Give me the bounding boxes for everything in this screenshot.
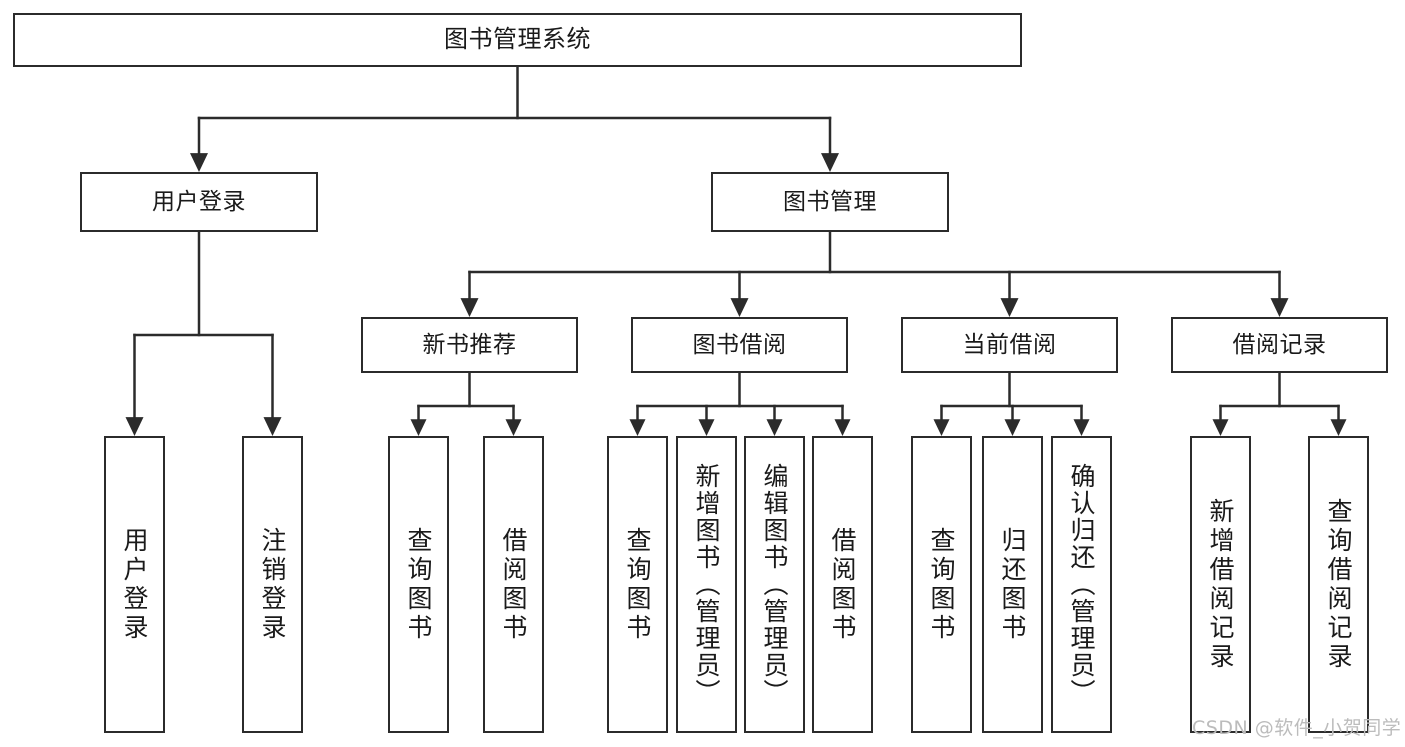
node-label: 当前借阅 (962, 331, 1057, 358)
arrow-head-icon (821, 153, 839, 172)
node-label: 查询图书 (404, 526, 433, 643)
node-leaf-query-borrow-record: 查询借阅记录 (1308, 436, 1369, 733)
node-label: 图书管理系统 (444, 25, 591, 54)
node-leaf-confirm-return: 确认归还（管理员） (1051, 436, 1112, 733)
node-root: 图书管理系统 (13, 13, 1022, 67)
node-label: 用户登录 (120, 526, 149, 643)
arrow-head-icon (125, 417, 144, 436)
node-book-borrow: 图书借阅 (631, 317, 848, 373)
arrow-head-icon (834, 419, 851, 436)
node-label: 新书推荐 (422, 331, 517, 358)
csdn-watermark: CSDN @软件_小贺同学 (1192, 717, 1402, 739)
arrow-head-icon (1330, 419, 1347, 436)
arrow-head-icon (263, 417, 282, 436)
node-label: 注销登录 (258, 526, 287, 643)
arrow-head-icon (410, 419, 427, 436)
node-leaf-edit-book: 编辑图书（管理员） (744, 436, 805, 733)
arrow-head-icon (1212, 419, 1229, 436)
node-label: 图书借阅 (692, 331, 787, 358)
node-label: 查询借阅记录 (1324, 497, 1353, 672)
arrow-head-icon (1073, 419, 1090, 436)
node-label: 新增借阅记录 (1206, 497, 1235, 672)
arrow-head-icon (460, 298, 479, 317)
node-label: 借阅图书 (499, 526, 528, 643)
node-book-manage: 图书管理 (711, 172, 949, 232)
node-leaf-query-book-current: 查询图书 (911, 436, 972, 733)
node-leaf-borrow-book: 借阅图书 (812, 436, 873, 733)
node-label: 借阅图书 (828, 526, 857, 643)
arrow-head-icon (629, 419, 646, 436)
arrow-head-icon (1270, 298, 1289, 317)
node-label: 图书管理 (783, 188, 877, 215)
node-label: 归还图书 (998, 526, 1027, 643)
node-leaf-borrow-book-recommend: 借阅图书 (483, 436, 544, 733)
node-leaf-query-book-borrow: 查询图书 (607, 436, 668, 733)
node-label: 借阅记录 (1232, 331, 1327, 358)
node-leaf-user-login: 用户登录 (104, 436, 165, 733)
node-leaf-add-borrow-record: 新增借阅记录 (1190, 436, 1251, 733)
node-new-book-recommend: 新书推荐 (361, 317, 578, 373)
node-current-borrow: 当前借阅 (901, 317, 1118, 373)
arrow-head-icon (933, 419, 950, 436)
node-borrow-record: 借阅记录 (1171, 317, 1388, 373)
arrow-head-icon (1000, 298, 1019, 317)
arrow-head-icon (190, 153, 208, 172)
arrow-head-icon (730, 298, 749, 317)
node-label: 用户登录 (152, 188, 246, 215)
node-leaf-query-book-recommend: 查询图书 (388, 436, 449, 733)
node-label: 新增图书（管理员） (692, 463, 721, 706)
node-leaf-add-book: 新增图书（管理员） (676, 436, 737, 733)
node-label: 编辑图书（管理员） (760, 463, 789, 706)
arrow-head-icon (1004, 419, 1021, 436)
arrow-head-icon (766, 419, 783, 436)
arrow-head-icon (505, 419, 522, 436)
node-leaf-return-book: 归还图书 (982, 436, 1043, 733)
node-label: 查询图书 (927, 526, 956, 643)
arrow-head-icon (698, 419, 715, 436)
node-label: 确认归还（管理员） (1067, 463, 1096, 706)
node-user-login: 用户登录 (80, 172, 318, 232)
node-leaf-user-logout: 注销登录 (242, 436, 303, 733)
node-label: 查询图书 (623, 526, 652, 643)
